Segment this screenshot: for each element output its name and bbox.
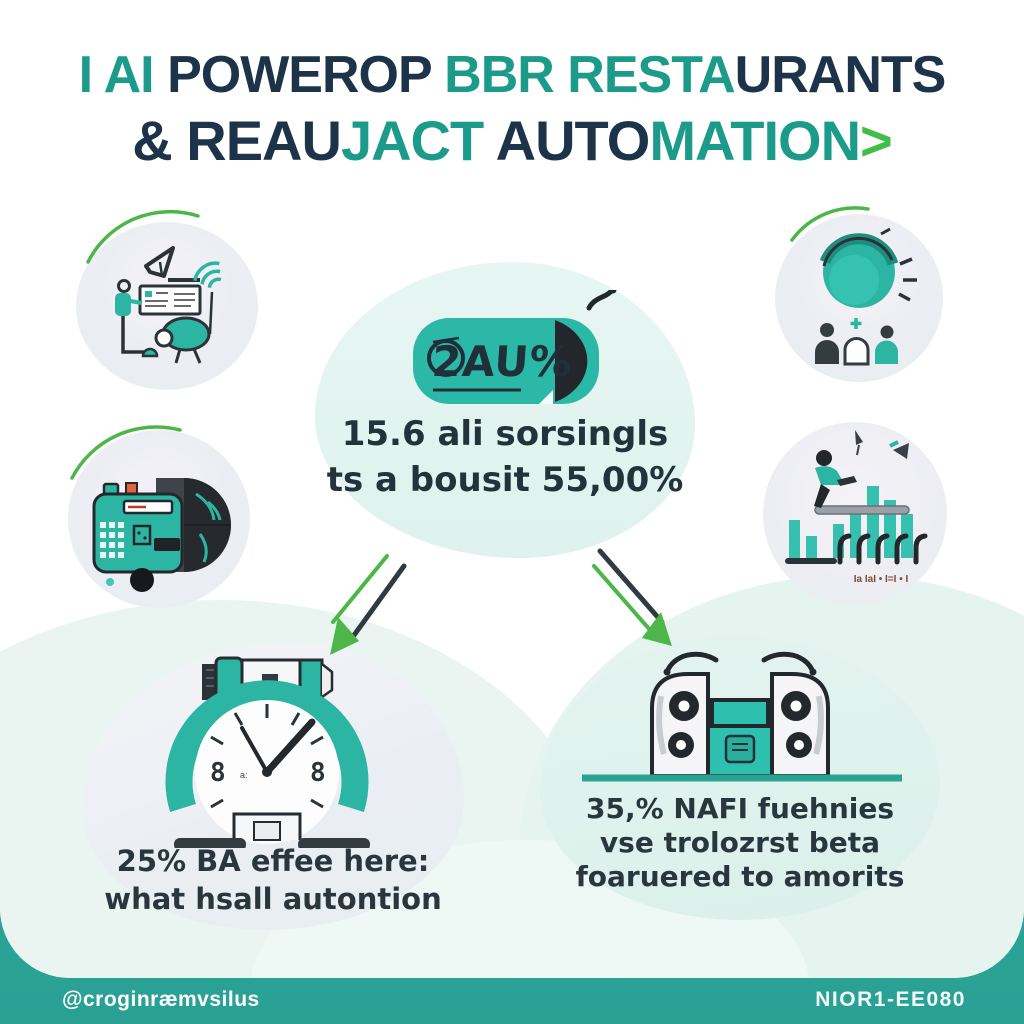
circle-analyst-chart: Ia IaI • I=I • I [763,422,947,606]
center-stat-bubble: 2AU% 15.6 ali sorsingls ts a bousit 55,0… [315,262,695,558]
title-line-1: I AI POWEROP BBR RESTAURANTS [0,42,1024,108]
svg-text:a:: a: [240,770,248,780]
footer-brand-logo: @croginræmvsilus [62,988,260,1011]
tiny-tick-text: Ia IaI • I=I • I [854,574,909,585]
bar-chart [789,486,913,558]
laptop [837,476,857,486]
badge-text: 2AU% [430,337,574,386]
content-card: I AI POWEROP BBR RESTAURANTS & REAUJACT … [0,0,1024,978]
title-seg: JACT [340,109,484,172]
title-seg: URANTS [734,46,947,104]
person-body [115,293,131,316]
globe-people-icon [815,227,917,366]
center-stat-line-1: 15.6 ali sorsingls [341,414,669,454]
screen [138,284,202,316]
percent-badge-icon: 2AU% [413,290,617,404]
bottom-left-stat-line-1: 25% BA effee here: [116,844,430,878]
person-dark [815,340,839,364]
person-head [816,450,832,466]
wheel [130,568,154,592]
foot-left [174,838,246,848]
person-white [843,337,870,366]
plus-icon [850,318,862,329]
machine-icon [92,478,231,592]
clock-hand-short [240,726,269,774]
title-seg: I AI [78,46,168,104]
hook-marks [837,533,928,565]
bottom-right-stat-line-2: vse trolozrst beta [599,826,881,859]
page-title: I AI POWEROP BBR RESTAURANTS & REAUJACT … [0,42,1024,174]
bottom-left-stat-line-2: what hsall autontion [104,882,442,916]
person-head [117,279,131,293]
robot-machine-icon [582,651,902,782]
bottom-right-stat-line-1: 35,% NAFI fuehnies [585,792,895,825]
clock-numeral-right: 8 [310,758,326,788]
hook-cable [586,290,615,311]
bottom-right-stat-line-3: foaruered to amorits [575,860,905,893]
title-seg: BBR RESTA [444,46,735,104]
circle-machine [68,430,250,608]
antenna-left [664,651,719,675]
foot-right [298,838,370,848]
rays [898,257,917,302]
title-seg: POWEROP [167,46,445,104]
bottom-left-stat-bubble: 8 8 a: 25% BA effee here: what hsall aut… [82,642,464,930]
antenna-right [761,651,816,675]
circle-person-screen [76,222,258,390]
title-seg: & REAU [132,109,342,172]
gauge-ring [165,680,369,812]
footer-code-text: NIOR1-EE080 [815,988,966,1011]
circle-globe-people [775,214,943,382]
badge-pill [413,318,599,404]
wifi-icon [193,261,222,288]
paper-plane-icon [144,246,175,278]
bottom-right-stat-bubble: 35,% NAFI fuehnies vse trolozrst beta fo… [540,636,940,920]
person-teal [875,340,898,364]
button-grid [100,522,124,558]
title-seg: AUTO [483,109,651,172]
bird-shape [855,430,863,445]
title-line-2: & REAUJACT AUTOMATION> [0,108,1024,174]
gauge-clock-icon: 8 8 a: [165,656,370,848]
badge-dark-moon [555,320,588,402]
clock-hand-long [263,718,316,776]
chevron-right-icon: > [860,109,893,172]
flag-shape [893,443,909,459]
person-screen-icon [115,246,222,364]
clock-numeral-left: 8 [210,758,226,788]
title-seg: MATION [649,109,861,172]
analyst-chart-icon: Ia IaI • I=I • I [785,430,928,585]
bench [814,505,910,515]
center-stat-line-2: ts a bousit 55,00% [326,460,684,500]
